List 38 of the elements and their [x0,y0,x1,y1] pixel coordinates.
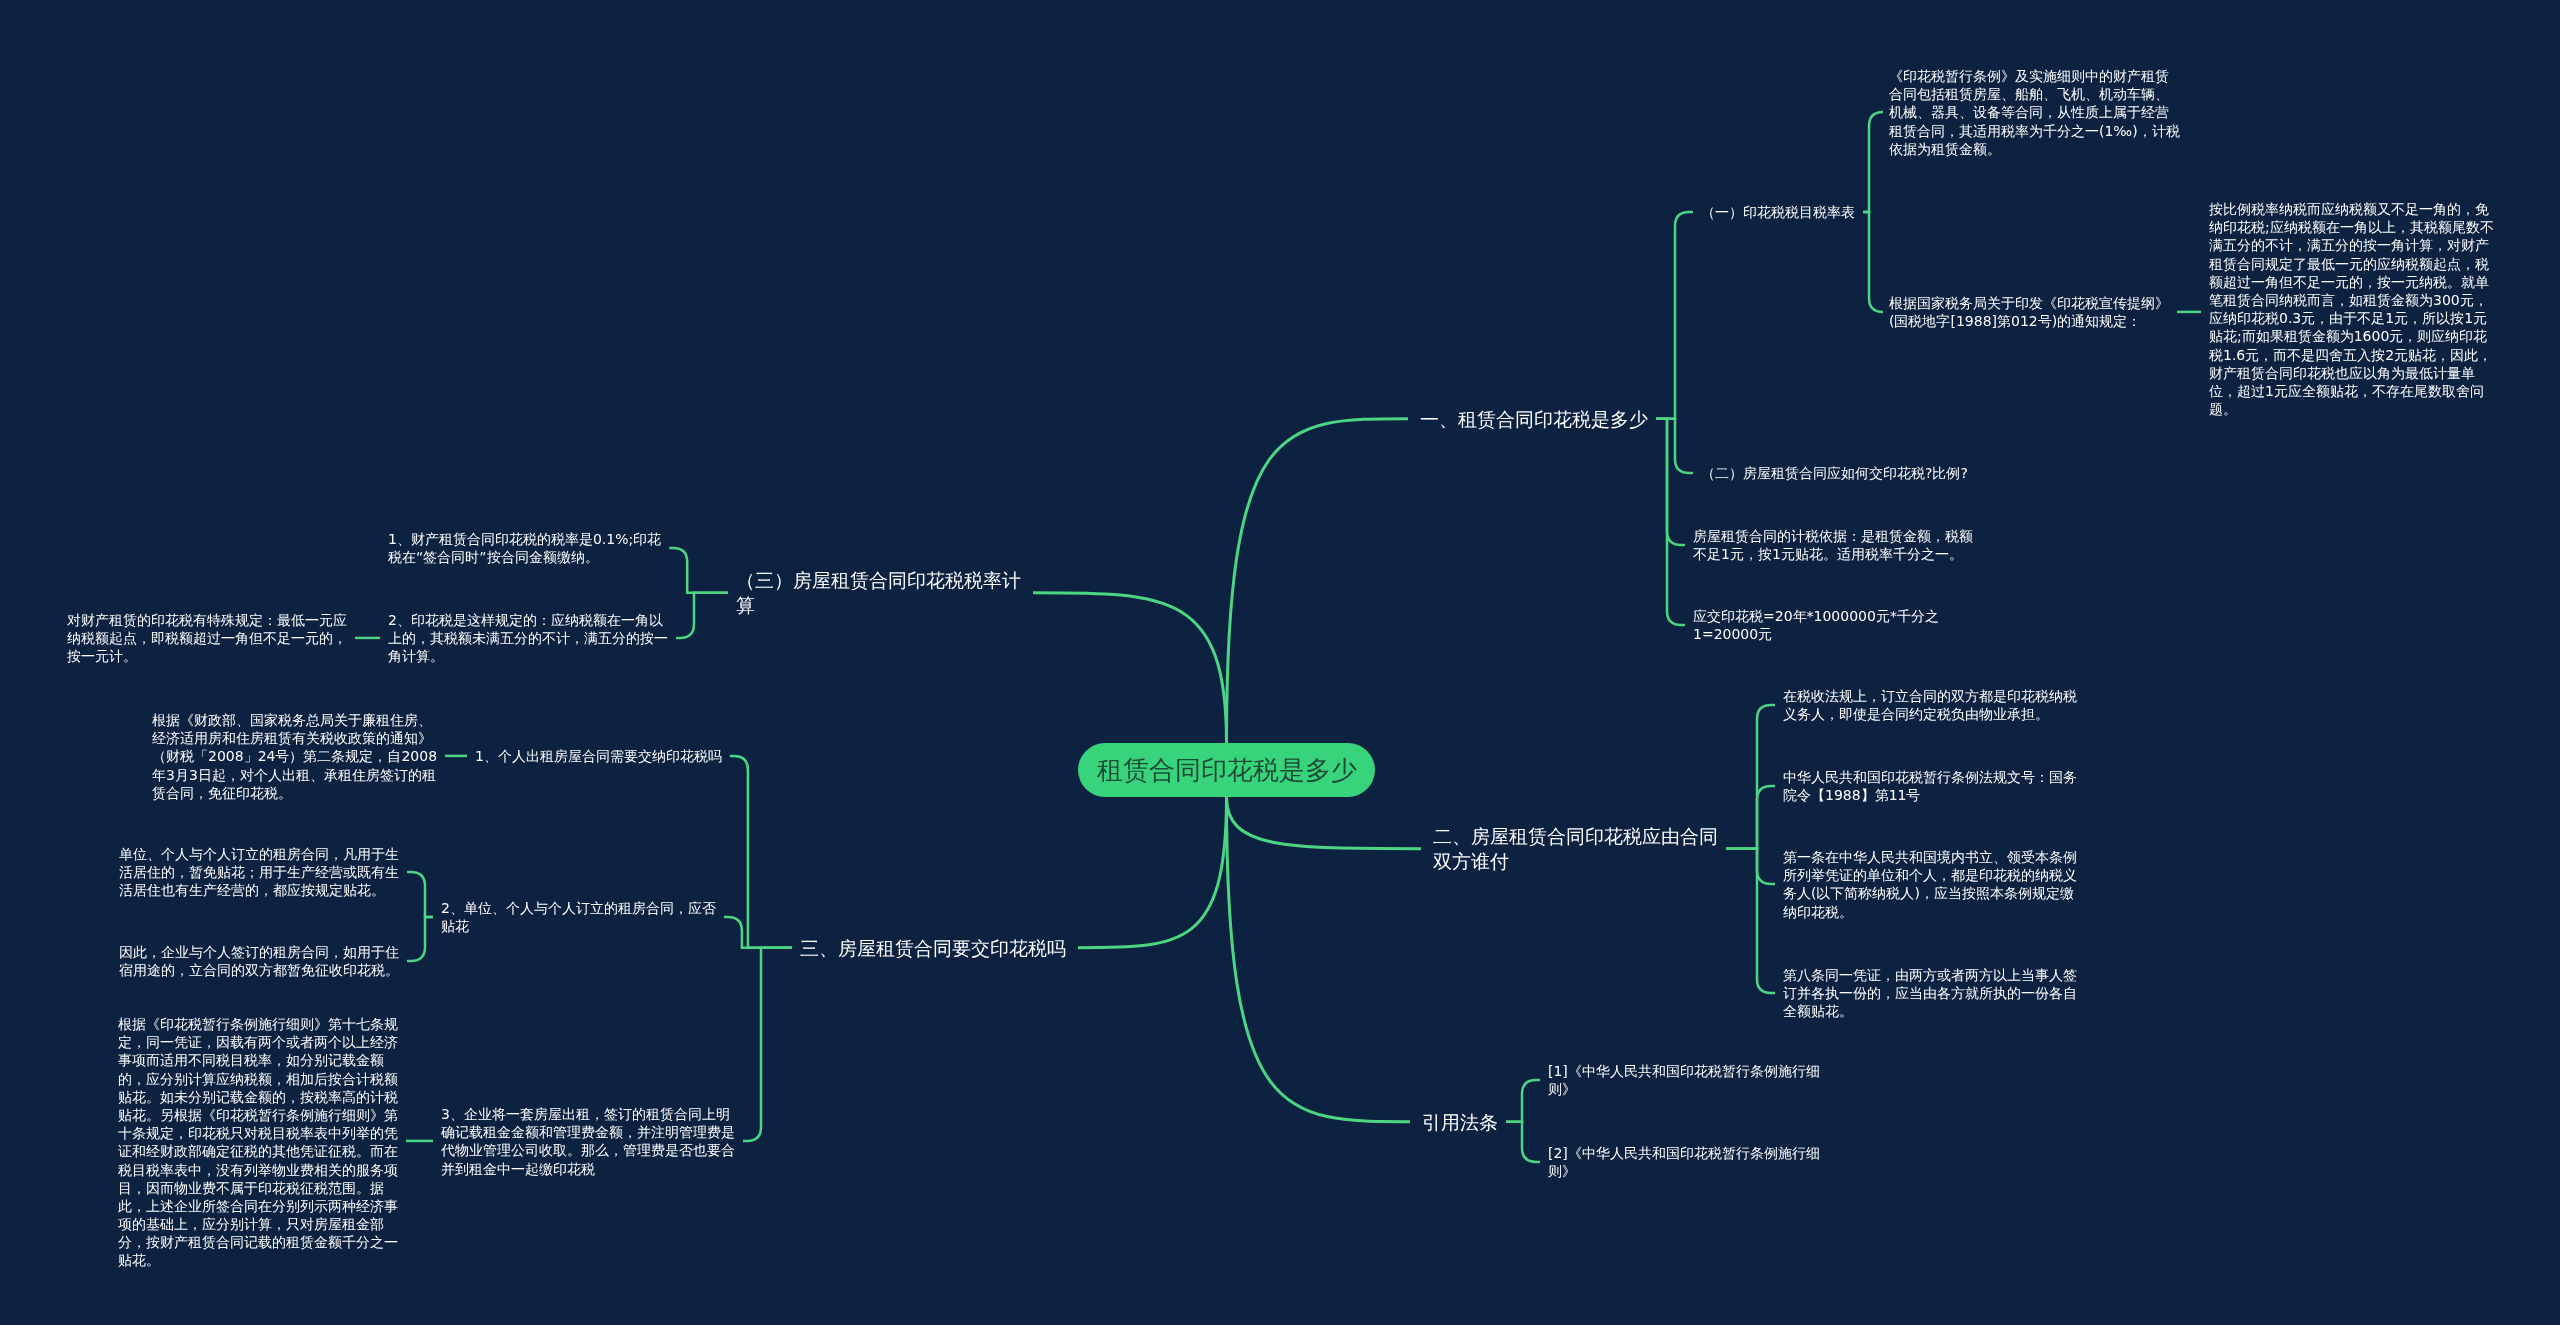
branch-line [407,915,433,963]
branch-line [355,636,380,640]
topic-text: 根据《财政部、国家税务总局关于廉租住房、经济适用房和住房租赁有关税收政策的通知》（财税「2008」24号）第二条规定，自2008年3月3日起，对个人出租、承租住房签订的租赁合同，免征印花税。 [152,710,439,802]
topic-text: 因此，企业与个人签订的租房合同，如用于住宿用途的，立合同的双方都暂免征收印花税。 [119,942,406,980]
topic-text: [2]《中华人民共和国印花税暂行条例施行细则》 [1548,1143,1840,1181]
branch-line [445,754,467,758]
branch-line [1863,210,1885,314]
topic-text: 第八条同一凭证，由两方或者两方以上当事人签订并各执一份的，应当由各方就所执的一份各自全额贴花。 [1783,965,2079,1021]
topic-text: 引用法条 [1422,1109,1512,1135]
branch-line [1033,591,1228,744]
topic-text: 《印花税暂行条例》及实施细则中的财产租赁合同包括租赁房屋、船舶、飞机、机动车辆、机械、器具、设备等合同，从性质上属于经营租赁合同，其适用税率为千分之一(1‰)，计税依据为租赁金额。 [1889,66,2181,158]
topic-text: 1、个人出租房屋合同需要交纳印花税吗 [475,746,733,766]
topic-text: 3、企业将一套房屋出租，签订的租赁合同上明确记载租金金额和管理费金额，并注明管理费是代物业管理公司收取。那么，管理费是否也要合并到租金中一起缴印花税 [441,1104,738,1178]
topic-text: 对财产租赁的印花税有特殊规定：最低一元应纳税额起点，即税额超过一角但不足一元的，按一元计。 [67,610,354,666]
topic-text: 根据《印花税暂行条例施行细则》第十七条规定，同一凭证，因载有两个或者两个以上经济事项而适用不同税目税率，如分别记载金额的，应分别计算应纳税额，相加后按合计税额贴花。如未分别记载金额的，按税率高的计税贴花。另根据《印花税暂行条例施行细则》第十条规定，印花税只对税目税率表中列举的凭证和经财政部确定征税的其他凭证征税。而在税目税率表中，没有列举物业费相关的服务项目，因而物业费不属于印花税征税范围。据此，上述企业所签合同在分别列示两种经济事项的基础上，应分别计算，只对房屋租金部分，按财产租赁合同记载的租赁金额千分之一贴花。 [118,1014,410,1270]
topic-text: （三）房屋租赁合同印花税税率计算 [736,568,1021,618]
topic-text: 二、房屋租赁合同印花税应由合同双方谁付 [1433,824,1725,874]
topic-text: 2、单位、个人与个人订立的租房合同，应否贴花 [441,898,728,936]
topic-text: 应交印花税=20年*1000000元*千分之1=20000元 [1693,606,1985,644]
topic-text: 房屋租赁合同的计税依据：是租赁金额，税额不足1元，按1元贴花。适用税率千分之一。 [1693,526,1985,564]
topic-text: 中华人民共和国印花税暂行条例法规文号：国务院令【1988】第11号 [1783,767,2079,805]
branch-line [1506,1120,1540,1164]
topic-text: [1]《中华人民共和国印花税暂行条例施行细则》 [1548,1061,1840,1099]
topic-text: 2、印花税是这样规定的：应纳税额在一角以上的，其税额未满五分的不计，满五分的按一角计算。 [388,610,675,666]
branch-line [676,591,728,640]
topic-text: （二）房屋租赁合同应如何交印花税?比例? [1701,463,2011,483]
topic-text: 按比例税率纳税而应纳税额又不足一角的，免纳印花税;应纳税额在一角以上，其税额尾数不满五分的不计，满五分的按一角计算，对财产租赁合同规定了最低一元的应纳税额起点，税额超过一角但不足一元的，按一元纳税。就单笔租赁合同纳税而言，如租赁金额为300元，应纳印花税0.3元，由于不足1元，所以按1元贴花;而如果租赁金额为1600元，则应纳印花税1.6元，而不是四舍五入按2元贴花，因此，财产租赁合同印花税也应以角为最低计量单位，超过1元应全额贴花，不存在尾数取舍问题。 [2209,199,2501,419]
topic-text: 单位、个人与个人订立的租房合同，凡用于生活居住的，暂免贴花；用于生产经营或既有生活居住也有生产经营的，都应按规定贴花。 [119,844,406,900]
topic-text: 在税收法规上，订立合同的双方都是印花税纳税义务人，即使是合同约定税负由物业承担。 [1783,686,2079,724]
branch-line [2177,310,2201,314]
topic-text: 第一条在中华人民共和国境内书立、领受本条例所列举凭证的单位和个人，都是印花税的纳税义务人(以下简称纳税人)，应当按照本条例规定缴纳印花税。 [1783,847,2079,921]
topic-text: 三、房屋租赁合同要交印花税吗 [800,935,1075,961]
topic-text: 根据国家税务局关于印发《印花税宣传提纲》(国税地字[1988]第012号)的通知规定： [1889,293,2181,331]
branch-line [406,1139,433,1143]
root-topic-pill: 租赁合同印花税是多少 [1078,743,1375,797]
topic-text: 一、租赁合同印花税是多少 [1420,406,1660,432]
topic-text: （一）印花税税目税率表 [1701,202,1901,222]
topic-text: 1、财产租赁合同印花税的税率是0.1%;印花税在“签合同时”按合同金额缴纳。 [388,529,675,567]
